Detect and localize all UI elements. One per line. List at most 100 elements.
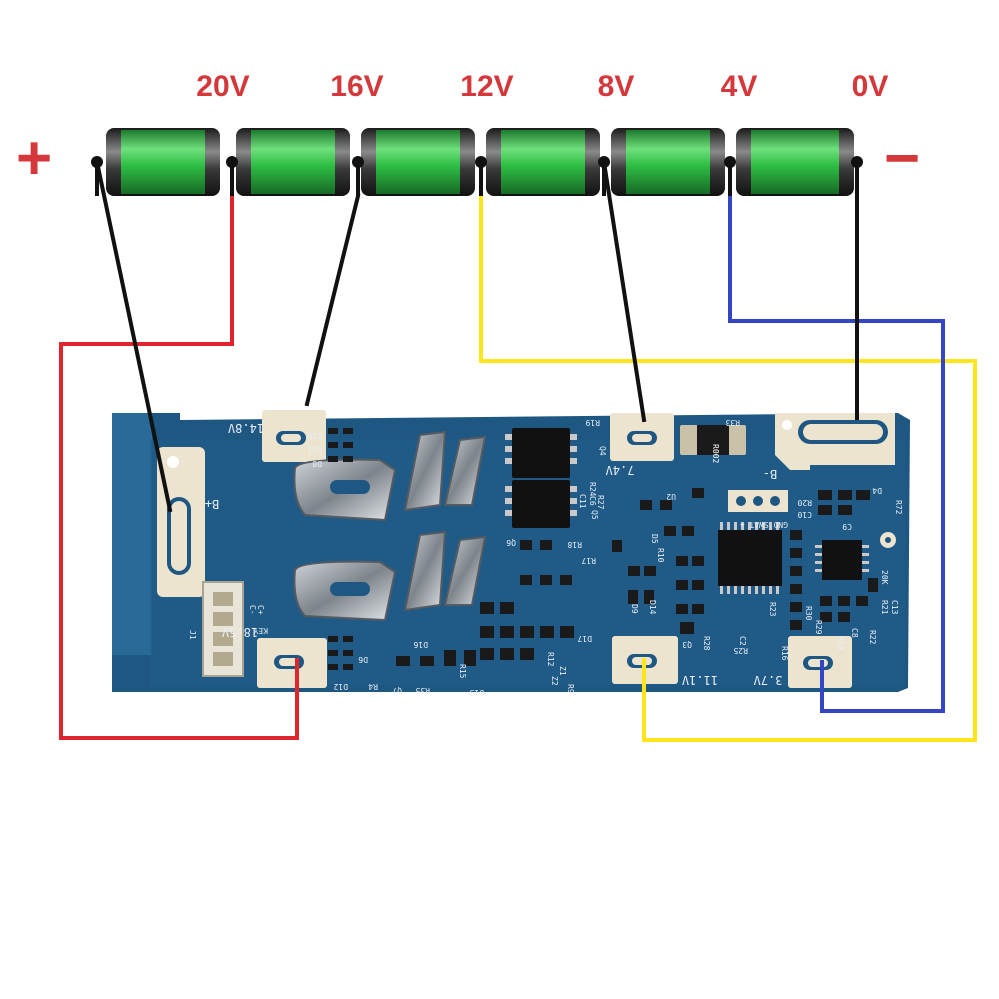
label-d5: D5 (650, 534, 659, 544)
negative-terminal-sign: − (884, 124, 921, 193)
label-r22: R22 (868, 630, 877, 645)
label-11-1v: 11.1V (682, 673, 718, 687)
cell-label-20v: 20V (196, 70, 250, 103)
wire-blue-4v (728, 194, 945, 713)
cell-3 (361, 128, 475, 196)
label-q3: Q3 (682, 640, 692, 649)
label-r002: R002 (711, 444, 720, 463)
label-r72: R72 (894, 500, 903, 515)
cell-4 (486, 128, 600, 196)
cell-label-0v: 0V (851, 70, 889, 103)
label-r15: R15 (458, 664, 467, 679)
label-c13: C13 (890, 600, 899, 615)
label-r35: R35 (415, 686, 430, 695)
label-c6: C6 (588, 496, 597, 506)
label-r24: R24 (588, 482, 597, 497)
label-d8: D8 (312, 459, 322, 468)
label-d13: D13 (469, 688, 484, 697)
label-d14: D14 (648, 600, 657, 615)
label-r20: R20 (797, 498, 812, 507)
cell-5 (611, 128, 725, 196)
label-14-8v: 14.8V (228, 421, 264, 435)
label-z2: Z2 (550, 676, 559, 686)
bms-ic (718, 522, 782, 594)
label-j1: J1 (188, 630, 197, 640)
label-r23: R23 (768, 602, 777, 617)
cell-label-16v: 16V (330, 70, 384, 103)
cell-2 (236, 128, 350, 196)
spring-terminal-lower (293, 530, 487, 622)
swat-pads (728, 490, 788, 512)
cell-6 (736, 128, 854, 196)
label-c-minus: C- (248, 605, 257, 615)
label-r27: R27 (596, 495, 605, 510)
label-18-5v: 18.5V (222, 625, 258, 639)
silkscreen: 14.8V 18.5V 7.4V 11.1V 3.7V B+ B- J1 KEY… (188, 418, 903, 697)
label-q4: Q4 (598, 446, 607, 456)
label-key: KEY (253, 626, 268, 635)
label-r4: R4 (368, 682, 378, 691)
label-d17: D17 (577, 634, 592, 643)
label-r30: R30 (804, 606, 813, 621)
label-r33: R33 (725, 418, 740, 427)
label-c2: C2 (738, 636, 747, 646)
wire-black-8v (601, 159, 647, 423)
label-r28: R28 (702, 636, 711, 651)
wire-red-20v (59, 160, 299, 740)
wire-black-16v (304, 193, 361, 407)
label-20k: 20K (880, 570, 889, 585)
cell-1 (106, 128, 220, 196)
smd-components (328, 428, 878, 670)
positive-terminal-sign: + (16, 124, 53, 193)
label-r25: R25 (733, 646, 748, 655)
label-r29: R29 (814, 620, 823, 635)
connector-j1 (202, 581, 244, 677)
label-d9: D9 (630, 604, 639, 614)
label-q7: Q7 (392, 686, 402, 695)
label-d11: D11 (307, 445, 322, 454)
label-d16: D16 (413, 640, 428, 649)
label-r18: R18 (567, 540, 582, 549)
label-bminus: B- (763, 467, 777, 481)
wire-yellow-12v (479, 194, 977, 742)
label-7-4v: 7.4V (606, 463, 635, 477)
label-swat: GND SWAT + (740, 520, 788, 529)
label-z1: Z1 (558, 666, 567, 676)
bms-board: 14.8V 18.5V 7.4V 11.1V 3.7V B+ B- J1 KEY… (112, 410, 910, 697)
mcu-ic (815, 540, 869, 580)
label-bplus: B+ (205, 497, 219, 511)
label-3-7v: 3.7V (754, 673, 783, 687)
label-d6: D6 (358, 655, 368, 664)
mosfet-q5 (505, 480, 577, 528)
label-d12: D12 (333, 682, 348, 691)
label-c10: C10 (797, 510, 812, 519)
junction-stubs (95, 162, 732, 196)
wires (59, 159, 977, 742)
wire-black-bplus (94, 159, 173, 513)
label-r17: R17 (581, 556, 596, 565)
label-c11: C11 (578, 494, 587, 509)
cell-string (106, 128, 854, 196)
label-r19: R19 (585, 418, 600, 427)
mosfet-q4 (505, 428, 577, 478)
cell-label-12v: 12V (460, 70, 514, 103)
label-c9: C9 (842, 522, 852, 531)
label-r10: R10 (656, 548, 665, 563)
label-c-plus: C+ (256, 605, 265, 615)
label-c8: C8 (850, 628, 859, 638)
label-r21: R21 (880, 600, 889, 615)
label-r16: R16 (780, 646, 789, 661)
spring-terminal-upper (293, 430, 487, 522)
label-u2: U2 (666, 492, 676, 501)
cell-label-4v: 4V (720, 70, 758, 103)
label-d4: D4 (872, 486, 882, 495)
label-r9: R9 (566, 684, 575, 694)
label-r12: R12 (546, 652, 555, 667)
shunt-resistor (680, 425, 746, 455)
label-r11: R11 (836, 636, 845, 651)
cell-label-8v: 8V (597, 70, 635, 103)
label-d10: D10 (307, 431, 322, 440)
label-q5: Q5 (590, 510, 599, 520)
label-q6: Q6 (506, 538, 516, 547)
